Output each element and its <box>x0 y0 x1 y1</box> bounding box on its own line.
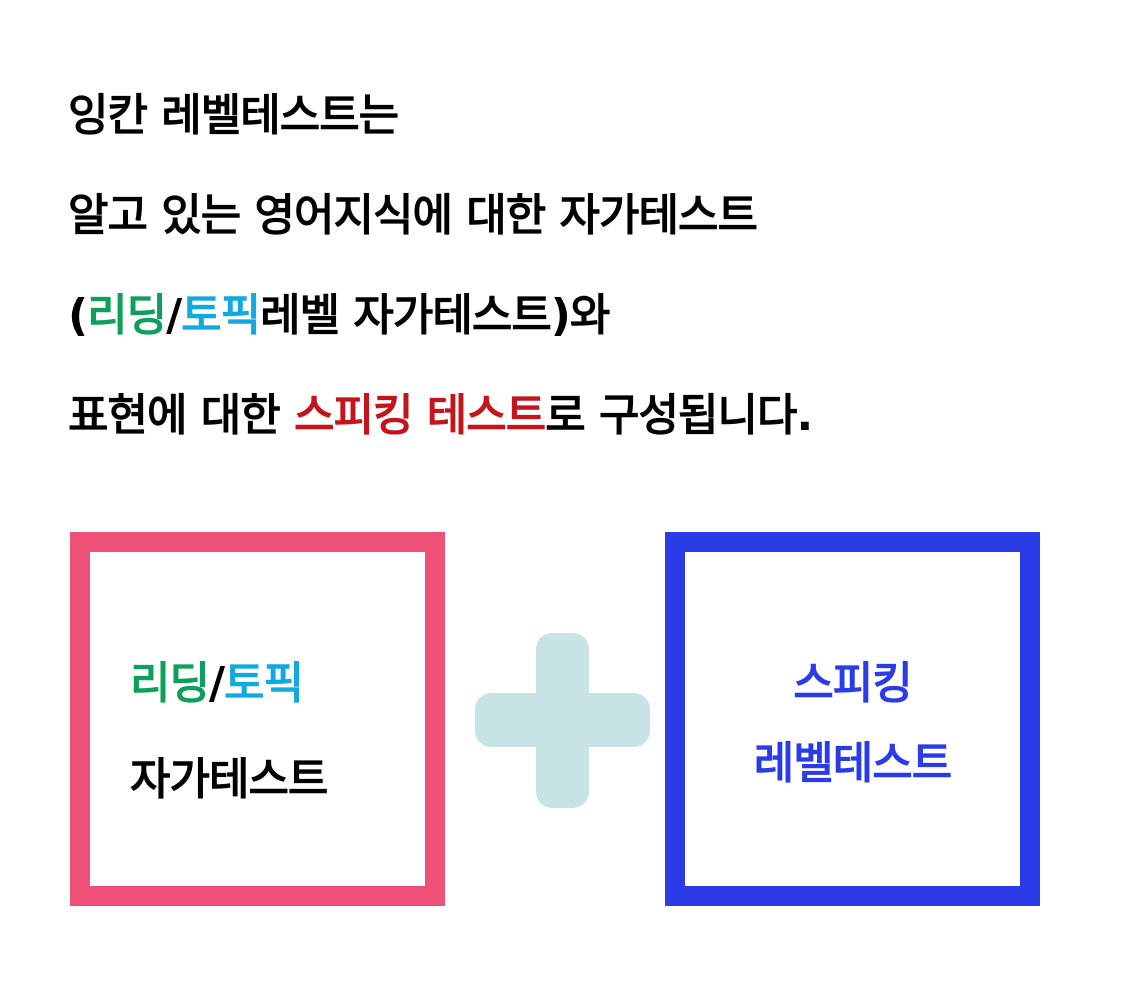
intro-line-2-text: 알고 있는 영어지식에 대한 자가테스트 <box>68 190 758 241</box>
left-box-reading: 리딩 <box>130 658 210 709</box>
intro-topic-word: 토픽 <box>181 290 261 341</box>
intro-line-2: 알고 있는 영어지식에 대한 자가테스트 <box>68 188 1088 244</box>
left-box-subtitle: 자가테스트 <box>130 754 328 805</box>
right-box-title: 스피킹 <box>793 658 912 709</box>
intro-open-paren: ( <box>68 290 88 341</box>
intro-line-1: 잉칸 레벨테스트는 <box>68 88 1088 144</box>
intro-line-3-rest: 레벨 자가테스트)와 <box>260 290 610 341</box>
intro-slash: / <box>166 290 182 341</box>
right-box-subtitle: 레벨테스트 <box>753 738 952 789</box>
intro-line-3: (리딩/토픽레벨 자가테스트)와 <box>68 288 1088 344</box>
intro-line-4-prefix: 표현에 대한 <box>68 390 295 441</box>
plus-icon <box>475 633 650 808</box>
intro-line-1-text: 잉칸 레벨테스트는 <box>68 90 399 141</box>
left-box-slash: / <box>208 658 225 709</box>
intro-text: 잉칸 레벨테스트는 알고 있는 영어지식에 대한 자가테스트 (리딩/토픽레벨 … <box>68 88 1088 488</box>
left-box-topic: 토픽 <box>224 658 304 709</box>
speaking-level-test-box: 스피킹 레벨테스트 <box>665 532 1040 906</box>
left-box-title: 리딩/토픽 <box>130 656 304 712</box>
intro-speaking-test-highlight: 스피킹 테스트 <box>294 390 546 441</box>
intro-line-4-suffix: 로 구성됩니다. <box>545 390 813 441</box>
plus-horizontal-bar <box>475 693 650 747</box>
intro-reading-word: 리딩 <box>87 290 167 341</box>
reading-topic-self-test-box: 리딩/토픽 자가테스트 <box>70 532 445 906</box>
intro-line-4: 표현에 대한 스피킹 테스트로 구성됩니다. <box>68 388 1088 444</box>
